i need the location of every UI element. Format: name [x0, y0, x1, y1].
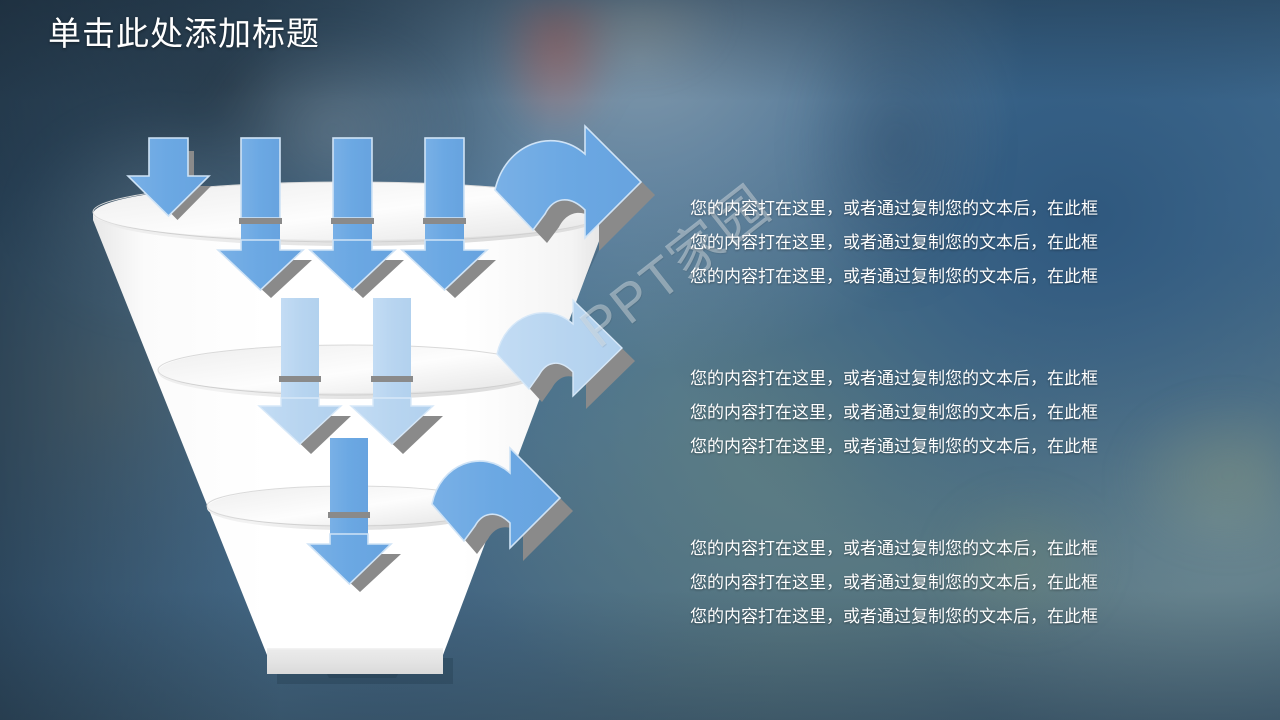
- content-line: 您的内容打在这里，或者通过复制您的文本后，在此框: [690, 573, 1098, 592]
- funnel-stage3-output-arrow: [306, 533, 401, 592]
- funnel-input-arrow-2: [239, 137, 282, 246]
- funnel-base-plate: [267, 648, 453, 684]
- funnel-input-arrow-3: [331, 137, 374, 246]
- funnel-stage2-output-arrow-2: [349, 397, 443, 454]
- content-line: 您的内容打在这里，或者通过复制您的文本后，在此框: [690, 199, 1098, 218]
- content-block-1: 您的内容打在这里，或者通过复制您的文本后，在此框 您的内容打在这里，或者通过复制…: [690, 192, 1230, 294]
- funnel-stage3-input-arrow: [328, 438, 370, 540]
- funnel-stage1-output-arrow-3: [399, 239, 496, 298]
- overflow-curved-arrow-1: [494, 124, 655, 251]
- page-title: 单击此处添加标题: [48, 15, 320, 52]
- funnel-stage2-input-arrow-1: [279, 298, 321, 404]
- funnel-stage2-output-arrow-1: [257, 397, 351, 454]
- funnel-diagram: [92, 124, 655, 684]
- funnel-input-arrow-1: [126, 137, 211, 220]
- content-line: 您的内容打在这里，或者通过复制您的文本后，在此框: [690, 403, 1098, 422]
- content-line: 您的内容打在这里，或者通过复制您的文本后，在此框: [690, 233, 1098, 252]
- content-line: 您的内容打在这里，或者通过复制您的文本后，在此框: [690, 539, 1098, 558]
- overflow-curved-arrow-3: [431, 446, 573, 561]
- funnel-stage1-output-arrow-1: [215, 239, 312, 298]
- content-line: 您的内容打在这里，或者通过复制您的文本后，在此框: [690, 437, 1098, 456]
- content-block-2: 您的内容打在这里，或者通过复制您的文本后，在此框 您的内容打在这里，或者通过复制…: [690, 362, 1230, 464]
- content-line: 您的内容打在这里，或者通过复制您的文本后，在此框: [690, 369, 1098, 388]
- funnel-stage2-input-arrow-2: [371, 298, 413, 404]
- funnel-stage1-output-arrow-2: [307, 239, 404, 298]
- content-line: 您的内容打在这里，或者通过复制您的文本后，在此框: [690, 267, 1098, 286]
- content-block-3: 您的内容打在这里，或者通过复制您的文本后，在此框 您的内容打在这里，或者通过复制…: [690, 532, 1230, 634]
- funnel-disc-stage-2: [157, 344, 543, 399]
- content-line: 您的内容打在这里，或者通过复制您的文本后，在此框: [690, 607, 1098, 626]
- funnel-input-arrow-4: [423, 137, 466, 246]
- overflow-curved-arrow-2: [496, 298, 635, 409]
